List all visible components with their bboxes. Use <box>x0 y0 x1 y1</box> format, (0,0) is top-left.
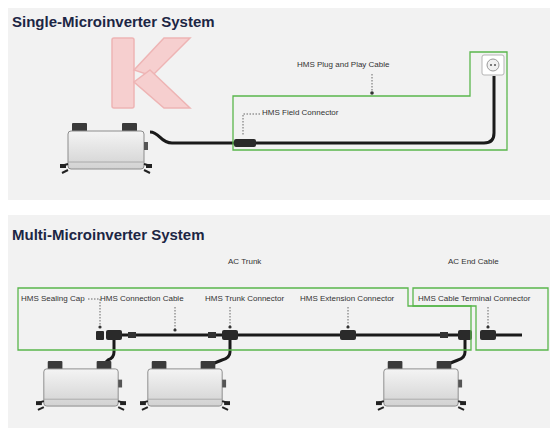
group-label: AC End Cable <box>448 257 499 266</box>
part-label: HMS Sealing Cap <box>21 294 85 303</box>
group-label: AC Trunk <box>228 257 261 266</box>
panel-heading: Multi-Microinverter System <box>12 226 205 243</box>
microinverter <box>376 361 466 410</box>
wall-socket <box>482 55 504 75</box>
microinverter <box>36 361 126 410</box>
leader-line <box>88 299 488 329</box>
inverter-cable <box>448 340 465 364</box>
part-label: HMS Plug and Play Cable <box>297 60 390 69</box>
plug-cable <box>256 76 494 143</box>
microinverter <box>60 123 152 173</box>
part-label: HMS Field Connector <box>262 108 338 117</box>
part-label: HMS Cable Terminal Connector <box>418 294 530 303</box>
inverter-cable <box>104 340 114 364</box>
field-connector <box>234 139 256 147</box>
end-cable-region: AC End CableHMS Cable Terminal Connector <box>411 286 550 352</box>
part-label: HMS Extension Connector <box>300 294 394 303</box>
microinverter <box>140 361 230 410</box>
ac-cable <box>150 132 234 143</box>
leader-line <box>372 74 373 91</box>
inverter-cable <box>212 340 230 364</box>
ac-trunk-cable <box>96 330 522 340</box>
cable-region: HMS Plug and Play CableHMS Field Connect… <box>232 50 509 152</box>
watermark-logo <box>112 38 190 108</box>
panel-heading: Single-Microinverter System <box>12 13 215 30</box>
trunk-region: AC TrunkHMS Sealing CapHMS Connection Ca… <box>17 286 473 352</box>
part-label: HMS Trunk Connector <box>205 294 284 303</box>
leader-line <box>243 114 260 136</box>
panel-ground <box>8 8 550 200</box>
panel: Single-Microinverter SystemHMS Plug and … <box>8 8 550 200</box>
panel-ground <box>8 215 550 428</box>
panel: Multi-Microinverter SystemAC TrunkHMS Se… <box>8 215 550 428</box>
part-label: HMS Connection Cable <box>100 294 184 303</box>
